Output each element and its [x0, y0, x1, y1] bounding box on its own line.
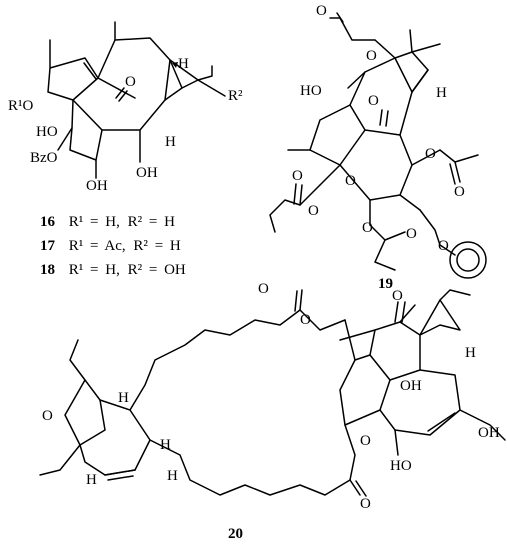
carbonyl-o-label: O [454, 184, 465, 200]
legend-r2-value: H [170, 238, 181, 254]
r1o-label: R¹O [8, 98, 34, 114]
oh-label: OH [86, 178, 108, 194]
h-atom-label: H [165, 134, 176, 150]
legend-r1-value: Ac [104, 238, 122, 254]
ring-o-label: O [42, 408, 53, 424]
structure-19 [269, 12, 487, 279]
h-atom-label: H [167, 468, 178, 484]
carbonyl-o-label: O [258, 281, 269, 297]
compound-number-20: 20 [228, 526, 243, 542]
legend-row-17: 17 R¹ = Ac, R² = H [40, 238, 181, 254]
h-atom-label: H [86, 472, 97, 488]
legend-r2-value: H [164, 214, 175, 230]
h-atom-label: H [160, 437, 171, 453]
legend-row-16: 16 R¹ = H, R² = H [40, 214, 175, 230]
compound-number-19: 19 [378, 276, 393, 292]
legend-r2-symbol: R² [128, 214, 143, 230]
r2-label: R² [228, 88, 243, 104]
bzo-label: BzO [30, 150, 58, 166]
substituent-legend: 16 R¹ = H, R² = H 17 R¹ = Ac, R² = H 18 … [40, 214, 186, 278]
legend-r2-value: OH [164, 262, 186, 278]
ho-label: HO [390, 458, 412, 474]
ester-o-label: O [425, 146, 436, 162]
ether-o-label: O [438, 238, 449, 254]
h-atom-label: H [436, 85, 447, 101]
compound-number: 17 [40, 238, 56, 254]
h-atom-label: H [465, 345, 476, 361]
carbonyl-o-label: O [292, 168, 303, 184]
legend-r1-value: H [105, 262, 116, 278]
carbonyl-o-label: O [406, 226, 417, 242]
h-atom-label: H [178, 56, 189, 72]
compound-number: 18 [40, 262, 55, 278]
structure-16-18 [47, 21, 226, 179]
ester-o-label: O [360, 433, 371, 449]
ester-o-label: O [362, 220, 373, 236]
ketone-o-label: O [368, 93, 379, 109]
compound-number: 16 [40, 214, 56, 230]
oh-label: OH [136, 165, 158, 181]
oh-label: OH [400, 378, 422, 394]
ho-label: HO [36, 124, 58, 140]
carbonyl-o-label: O [316, 3, 327, 19]
oh-label: OH [478, 425, 500, 441]
legend-row-18: 18 R¹ = H, R² = OH [40, 262, 186, 278]
ester-o-label: O [308, 203, 319, 219]
carbonyl-o-label: O [360, 496, 371, 512]
ester-o-label: O [366, 48, 377, 64]
legend-r1-value: H [105, 214, 116, 230]
h-atom-label: H [118, 390, 129, 406]
ring-o-label: O [345, 173, 356, 189]
ho-label: HO [300, 83, 322, 99]
ketone-o-label: O [392, 288, 403, 304]
legend-r1-symbol: R¹ [69, 214, 84, 230]
ketone-o-label: O [125, 74, 136, 90]
ester-o-label: O [300, 312, 311, 328]
legend-equals: = [90, 214, 98, 230]
structure-20 [39, 289, 506, 497]
